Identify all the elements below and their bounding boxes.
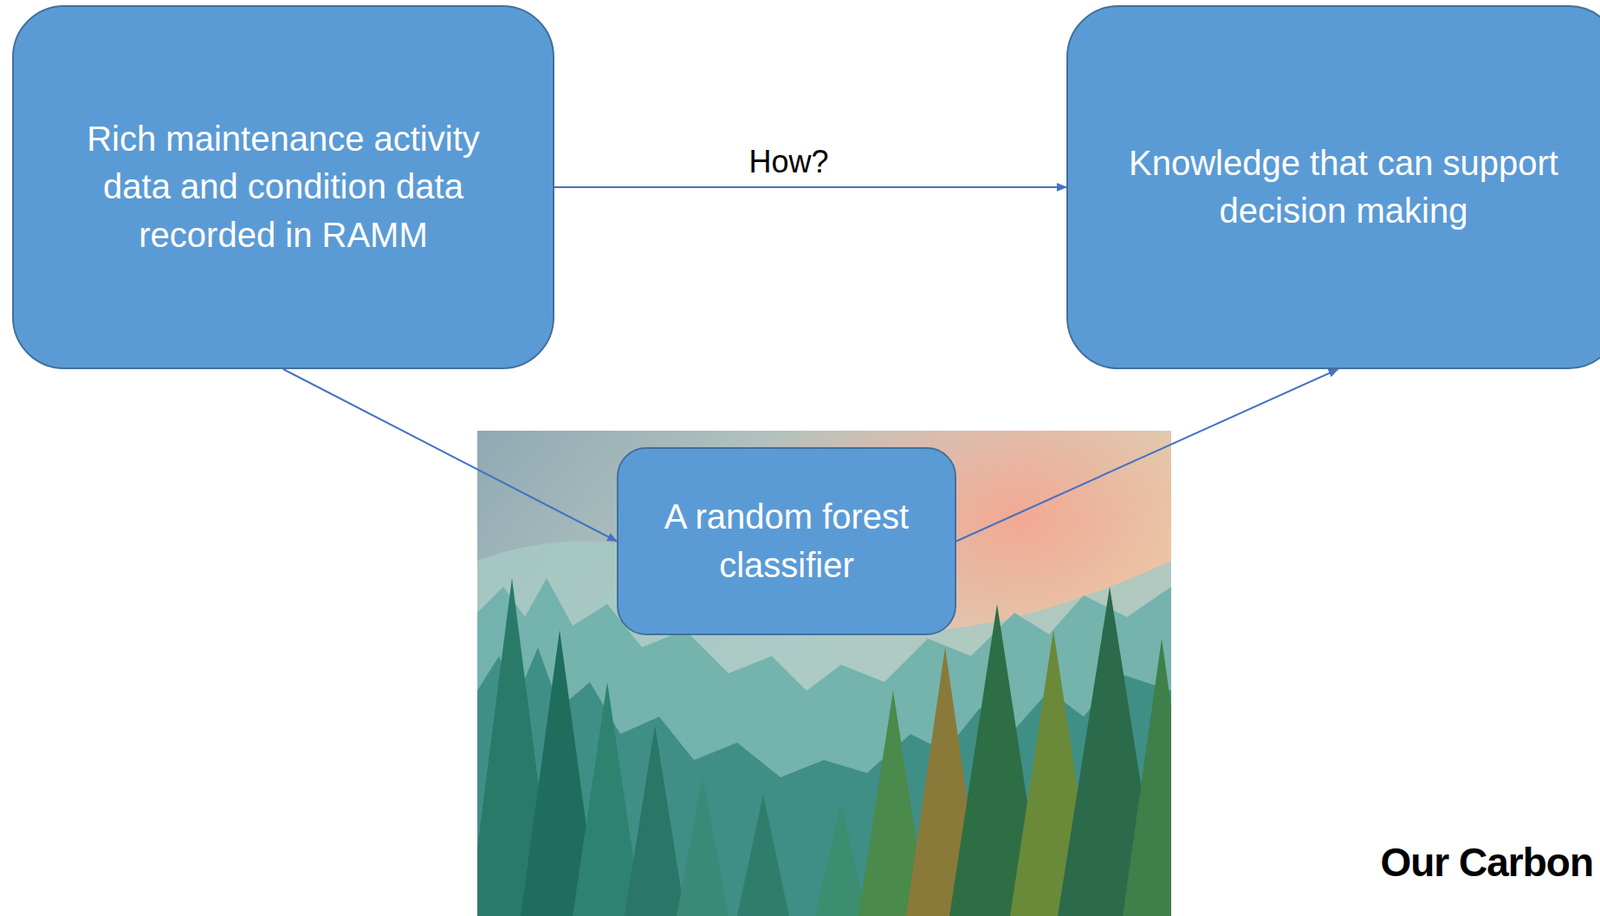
- outcome-box: Knowledge that can support decision maki…: [1066, 5, 1600, 370]
- method-box: A random forest classifier: [616, 446, 957, 635]
- flow-arrow: [956, 369, 1339, 542]
- box-text: A random forest classifier: [634, 492, 940, 589]
- data-source-box: Rich maintenance activity data and condi…: [12, 5, 555, 370]
- edge-label: How?: [743, 143, 834, 181]
- box-text: Rich maintenance activity data and condi…: [48, 115, 519, 260]
- flow-arrow: [283, 369, 617, 542]
- box-text: Knowledge that can support decision maki…: [1102, 139, 1585, 235]
- flow-arrow: [554, 186, 1067, 188]
- footer-brand-text: Our Carbon: [1379, 838, 1594, 886]
